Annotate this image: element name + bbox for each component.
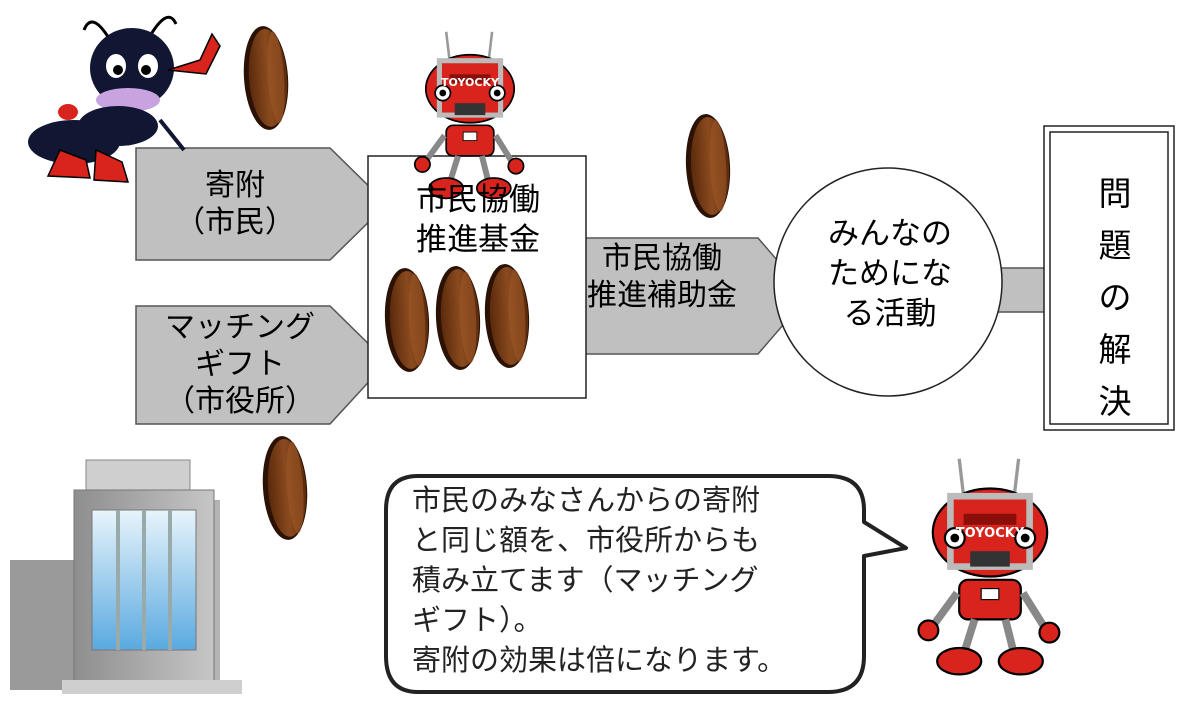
coin-icon	[240, 24, 292, 132]
city-hall-building-icon	[10, 459, 242, 694]
solution-box	[1043, 125, 1175, 431]
fund-box-label: 市民協働 推進基金	[416, 182, 540, 258]
coin-icon	[259, 434, 311, 542]
robot-mascot-icon	[919, 459, 1060, 675]
donation-label: 寄附 （市民）	[175, 168, 295, 240]
activity-label: みんなの ためにな る活動	[828, 216, 952, 332]
mascot-badge-label: TOYOCKY	[956, 526, 1025, 541]
matching-gift-label: マッチング ギフト （市役所）	[165, 310, 315, 419]
speech-bubble	[384, 474, 908, 694]
activity-circle	[773, 167, 1003, 397]
solution-label: 問題の解決	[1098, 174, 1132, 421]
grant-label: 市民協働 推進補助金	[587, 241, 737, 313]
matching-gift-arrow	[135, 305, 389, 425]
coin-icon	[683, 112, 733, 220]
donation-arrow	[135, 147, 389, 261]
speech-bubble-text: 市民のみなさんからの寄附 と同じ額を、市役所からも 積み立てます（マッチング ギ…	[412, 483, 787, 677]
mascot-badge-label: TOYOCKY	[441, 76, 500, 89]
ant-mascot-icon	[28, 15, 221, 183]
